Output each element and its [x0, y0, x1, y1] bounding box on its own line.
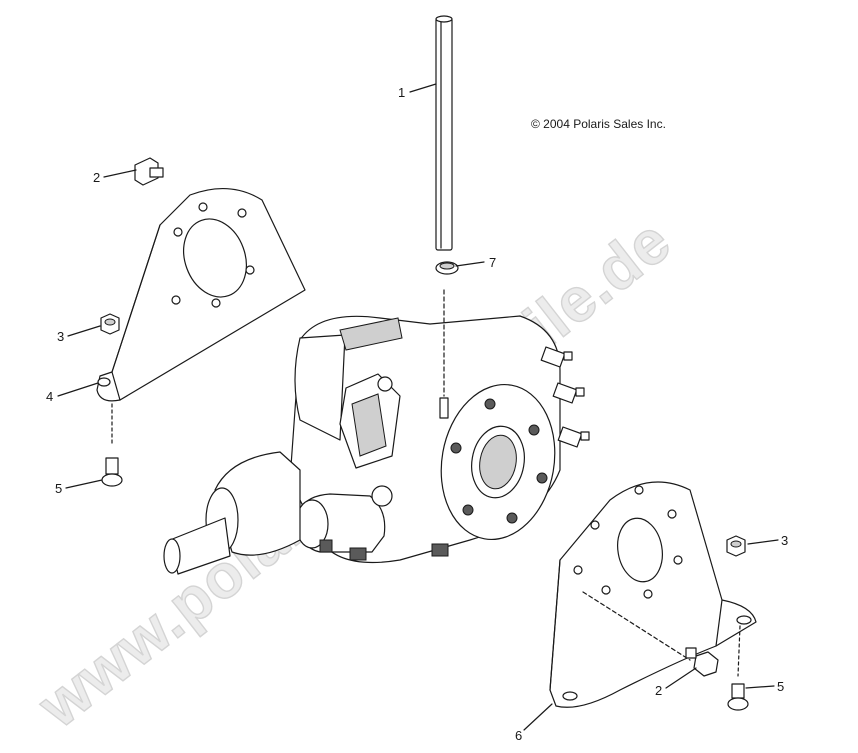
clamp-part: [435, 261, 459, 275]
callout-6: 6: [515, 728, 522, 743]
copyright-text: © 2004 Polaris Sales Inc.: [531, 117, 666, 131]
left-bracket-part: [96, 187, 306, 402]
bolt-far-right: [727, 683, 749, 711]
nut-right: [726, 535, 746, 557]
callout-4: 4: [46, 389, 53, 404]
callout-5-left: 5: [55, 481, 62, 496]
callout-1: 1: [398, 85, 405, 100]
bolt-top-left: [134, 157, 164, 186]
gearcase-body: [163, 289, 590, 575]
nut-left: [100, 313, 120, 335]
callout-7: 7: [489, 255, 496, 270]
callout-leaders: [57, 83, 779, 731]
right-bracket-part: [549, 481, 757, 708]
callout-2-top-left: 2: [93, 170, 100, 185]
callout-5-right: 5: [777, 679, 784, 694]
callout-3-left: 3: [57, 329, 64, 344]
vent-tube-part: [435, 15, 453, 251]
callout-labels: 1 2 2 3 3 4 5 5 6 7: [46, 85, 788, 743]
callout-2-lower-right: 2: [655, 683, 662, 698]
bolt-lower-right: [685, 647, 719, 677]
bolt-lower-left: [101, 403, 123, 487]
callout-3-right: 3: [781, 533, 788, 548]
